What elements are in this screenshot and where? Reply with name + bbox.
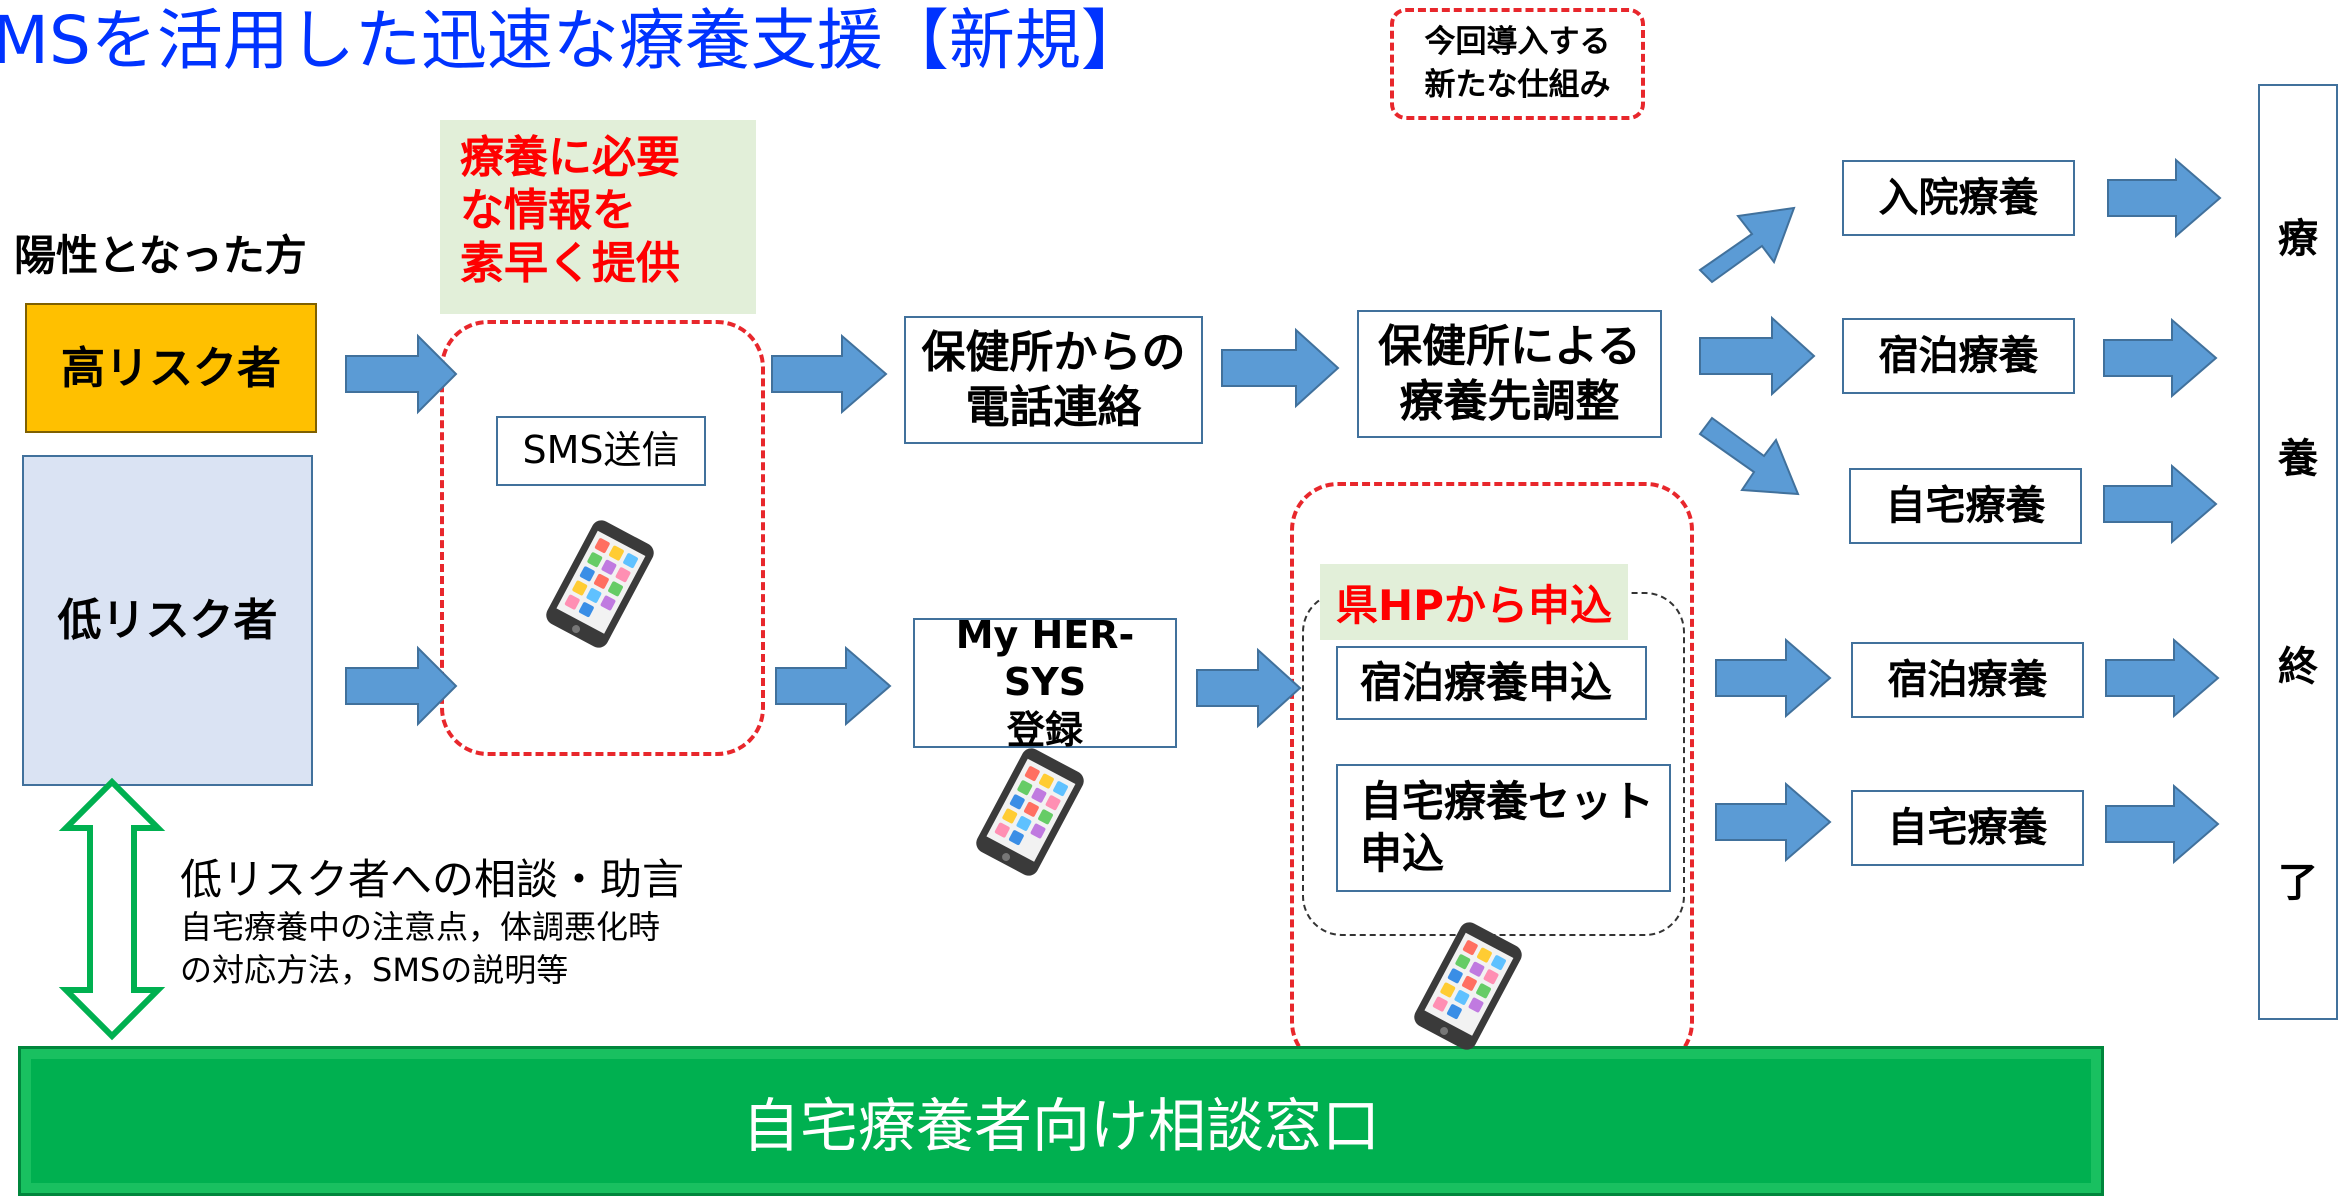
myhersys-label: My HER-SYS 登録: [955, 612, 1135, 752]
end-char: 養: [2278, 436, 2318, 482]
outcome-hospital-label: 入院療養: [1878, 175, 2039, 221]
arrow-home-set-to-home: [1715, 781, 1832, 863]
outcome-hotel-box: 宿泊療養: [1842, 318, 2075, 394]
arrow-hospital-to-end: [2107, 157, 2222, 239]
outcome-hospital-box: 入院療養: [1842, 160, 2075, 236]
arrow-hotel-2-to-end: [2105, 637, 2220, 719]
positive-label: 陽性となった方: [14, 231, 307, 280]
arrow-sms-to-phone: [771, 333, 888, 415]
end-char: 療: [2278, 216, 2318, 262]
sms-send-label: SMS送信: [522, 428, 680, 473]
smartphone-icon: [542, 516, 658, 652]
consult-window-banner: 自宅療養者向け相談窓口: [18, 1046, 2104, 1196]
arrow-to-hospital: [1698, 206, 1796, 284]
outcome-home-box: 自宅療養: [1849, 468, 2082, 544]
outcome-hotel-2-label: 宿泊療養: [1887, 657, 2048, 703]
hotel-apply-box: 宿泊療養申込: [1336, 646, 1647, 720]
high-risk-box: 高リスク者: [25, 303, 317, 433]
sms-send-box: SMS送信: [496, 416, 706, 486]
home-set-apply-box: 自宅療養セット 申込: [1336, 764, 1671, 892]
phone-contact-box: 保健所からの 電話連絡: [904, 316, 1203, 444]
outcome-home-label: 自宅療養: [1885, 483, 2046, 529]
outcome-hotel-2-box: 宿泊療養: [1851, 642, 2084, 718]
arrow-high-risk-to-sms: [345, 333, 458, 415]
low-risk-box: 低リスク者: [22, 455, 313, 786]
low-risk-label: 低リスク者: [57, 595, 278, 646]
arrow-to-home: [1698, 416, 1800, 496]
arrow-sms-to-myhersys: [775, 645, 892, 727]
smartphone-icon: [1410, 918, 1526, 1054]
arrow-phone-to-coordination: [1221, 327, 1340, 409]
info-note: 療養に必要 な情報を 素早く提供: [440, 120, 756, 314]
advice-detail: 自宅療養中の注意点，体調悪化時 の対応方法，SMSの説明等: [180, 908, 661, 990]
advice-double-arrow: [58, 777, 166, 1041]
legend-new-mechanism: 今回導入する 新たな仕組み: [1390, 8, 1645, 120]
arrow-low-risk-to-sms: [345, 645, 458, 727]
end-char: 終: [2278, 644, 2318, 690]
arrow-home-2-to-end: [2105, 783, 2220, 865]
arrow-myhersys-to-hp: [1196, 647, 1302, 729]
treatment-end-box: 療 養 終 了: [2258, 84, 2338, 1020]
outcome-hotel-label: 宿泊療養: [1878, 333, 2039, 379]
page-title: MSを活用した迅速な療養支援【新規】: [0, 2, 1147, 79]
arrow-to-hotel: [1699, 315, 1816, 397]
high-risk-label: 高リスク者: [61, 342, 281, 394]
outcome-home-2-label: 自宅療養: [1887, 805, 2048, 851]
end-char: 了: [2278, 860, 2318, 906]
pref-hp-label: 県HPから申込: [1320, 564, 1628, 640]
home-set-apply-label: 自宅療養セット 申込: [1360, 776, 1655, 879]
sms-region: [440, 320, 765, 756]
coordination-box: 保健所による 療養先調整: [1357, 310, 1662, 438]
smartphone-icon: [972, 744, 1088, 880]
phone-contact-label: 保健所からの 電話連絡: [921, 327, 1186, 433]
consult-window-label: 自宅療養者向け相談窓口: [741, 1092, 1380, 1160]
outcome-home-2-box: 自宅療養: [1851, 790, 2084, 866]
coordination-label: 保健所による 療養先調整: [1378, 321, 1641, 427]
arrow-hotel-apply-to-hotel: [1715, 637, 1832, 719]
arrow-home-to-end: [2103, 463, 2218, 545]
hotel-apply-label: 宿泊療養申込: [1360, 657, 1613, 707]
myhersys-box: My HER-SYS 登録: [913, 613, 1177, 752]
advice-title: 低リスク者への相談・助言: [180, 855, 685, 904]
arrow-hotel-to-end: [2103, 317, 2218, 399]
